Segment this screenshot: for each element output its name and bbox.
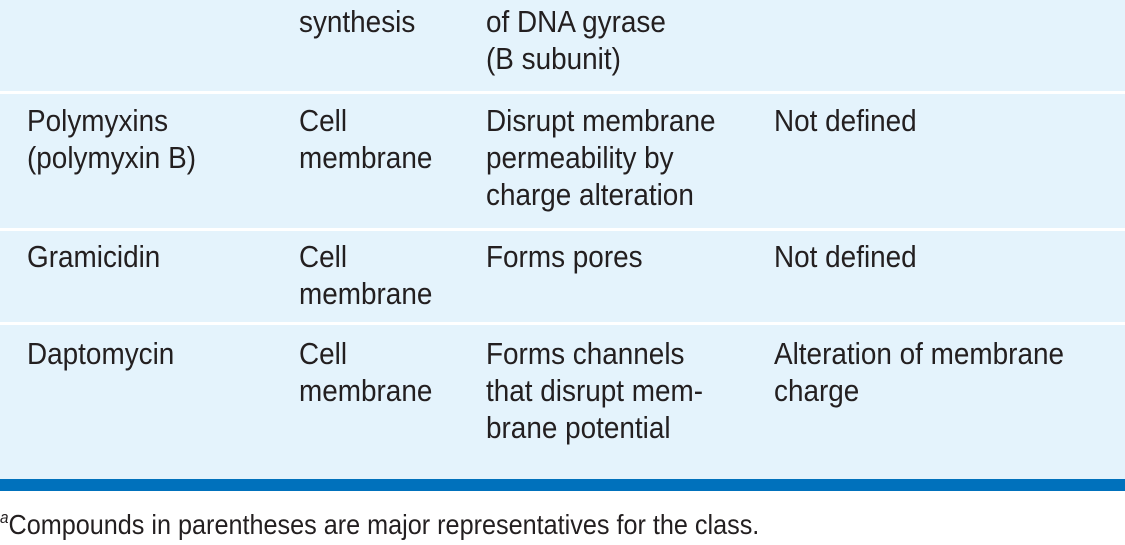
resistance-cell: Alteration of membrane charge (774, 336, 1064, 408)
table-row: Gramicidin Cell membrane Forms pores Not… (0, 231, 1125, 322)
resistance-cell: Not defined (774, 103, 917, 138)
footnote-text: Compounds in parentheses are major repre… (8, 509, 760, 540)
row-divider (0, 91, 1125, 94)
target-cell: Cell membrane (299, 336, 433, 408)
row-divider (0, 322, 1125, 325)
footnote-marker: a (0, 508, 9, 527)
table-row: Polymyxins (polymyxin B) Cell membrane D… (0, 94, 1125, 228)
resistance-cell: Not defined (774, 239, 917, 274)
table-bottom-rule (0, 479, 1125, 491)
table-row: synthesis of DNA gyrase (B subunit) (0, 0, 1125, 92)
class-cell: Gramicidin (27, 239, 161, 274)
mechanism-cell: Disrupt membrane permeability by charge … (486, 103, 716, 212)
table-row: Daptomycin Cell membrane Forms channels … (0, 325, 1125, 479)
mechanism-cell: of DNA gyrase (B subunit) (486, 4, 666, 76)
antibiotic-table: synthesis of DNA gyrase (B subunit) Poly… (0, 0, 1125, 479)
target-cell: Cell membrane (299, 103, 433, 175)
target-cell: synthesis (299, 4, 416, 39)
mechanism-cell: Forms channels that disrupt mem- brane p… (486, 336, 704, 445)
row-divider (0, 228, 1125, 231)
table-footnote: aCompounds in parentheses are major repr… (0, 508, 759, 542)
class-cell: Polymyxins (polymyxin B) (27, 103, 196, 175)
target-cell: Cell membrane (299, 239, 433, 311)
class-cell: Daptomycin (27, 336, 175, 371)
mechanism-cell: Forms pores (486, 239, 643, 274)
